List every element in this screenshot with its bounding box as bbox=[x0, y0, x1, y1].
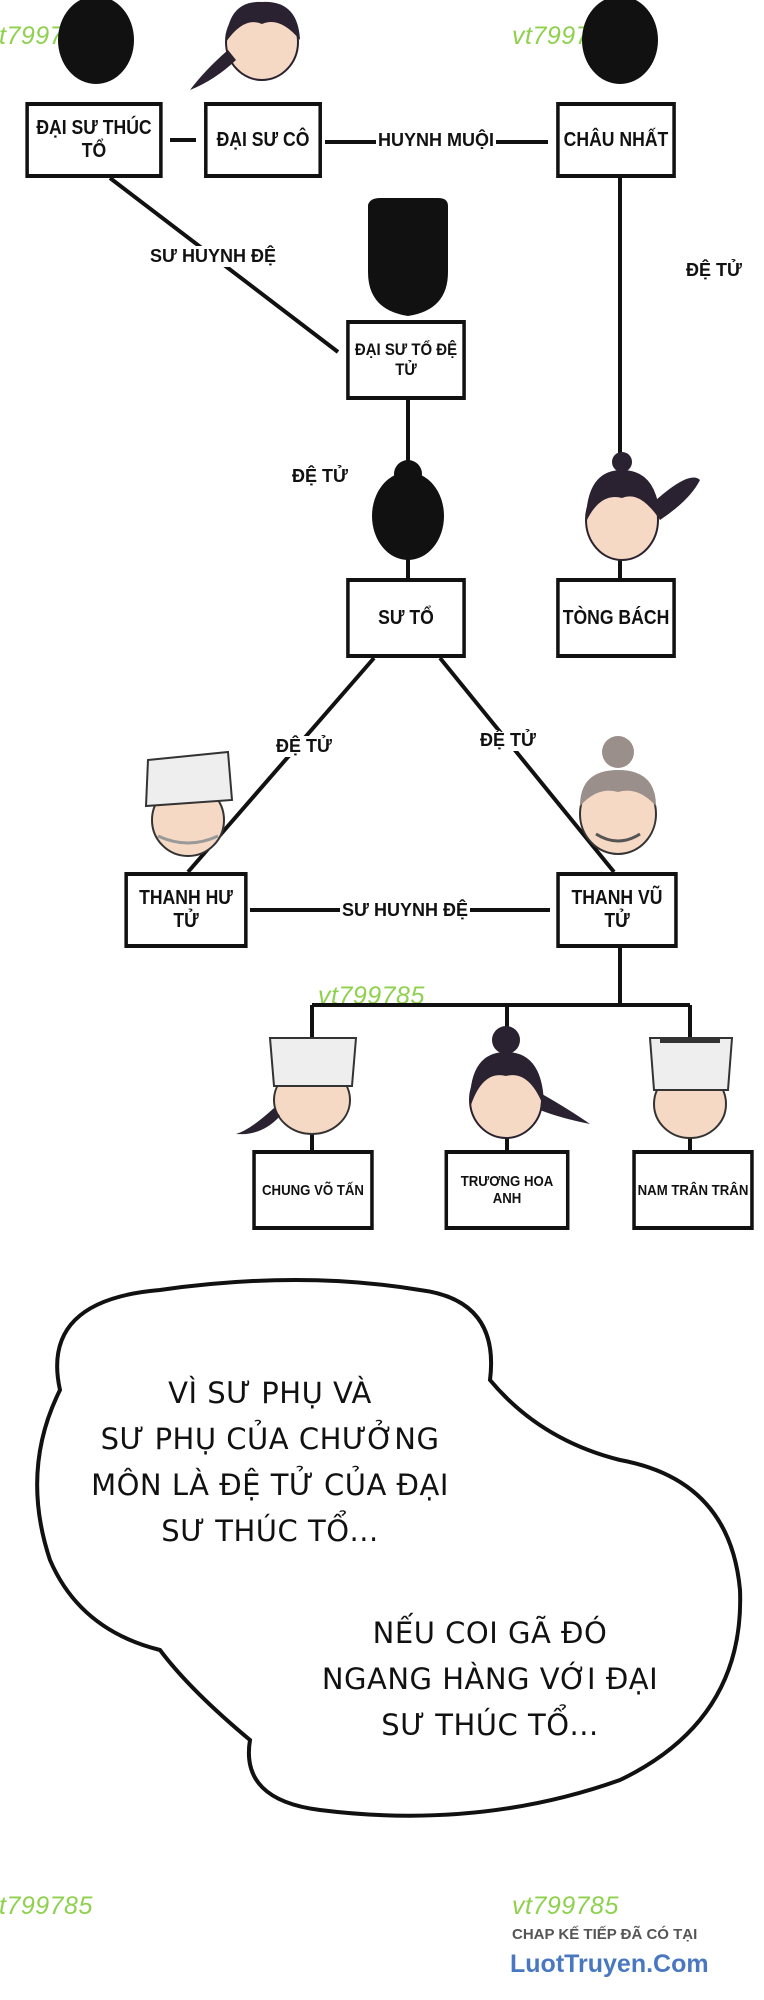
node-thanh-hu-tu: THANH HƯ TỬ bbox=[124, 872, 248, 948]
speech-line: SƯ THÚC TỔ... bbox=[381, 1708, 599, 1742]
speech-text-1: VÌ SƯ PHỤ VÀ SƯ PHỤ CỦA CHƯỞNG MÔN LÀ ĐỆ… bbox=[70, 1370, 470, 1554]
site-link[interactable]: LuotTruyen.Com bbox=[510, 1950, 709, 1978]
edge-label-de-tu: ĐỆ TỬ bbox=[684, 260, 744, 281]
edge-label-huynh-muoi: HUYNH MUỘI bbox=[376, 130, 496, 151]
speech-text-2: NẾU COI GÃ ĐÓ NGANG HÀNG VỚI ĐẠI SƯ THÚC… bbox=[300, 1610, 680, 1748]
speech-line: NẾU COI GÃ ĐÓ bbox=[372, 1616, 608, 1650]
edge-label-de-tu: ĐỆ TỬ bbox=[290, 466, 350, 487]
node-nam-tran-tran: NAM TRÂN TRÂN bbox=[632, 1150, 754, 1230]
character-head-topknot bbox=[469, 1026, 590, 1139]
speech-line: NGANG HÀNG VỚI ĐẠI bbox=[321, 1662, 659, 1696]
node-chung-vo-tran: CHUNG VÕ TẤN bbox=[252, 1150, 374, 1230]
speech-line: SƯ THÚC TỔ... bbox=[161, 1514, 379, 1548]
speech-line: VÌ SƯ PHỤ VÀ bbox=[168, 1376, 372, 1410]
chapter-note: CHAP KẾ TIẾP ĐÃ CÓ TẠI bbox=[512, 1926, 698, 1943]
watermark: vt799785 bbox=[0, 1892, 93, 1920]
edge-label-su-huynh-de: SƯ HUYNH ĐỆ bbox=[148, 246, 278, 267]
speech-bubble bbox=[35, 1278, 743, 1818]
speech-line: SƯ PHỤ CỦA CHƯỞNG bbox=[100, 1422, 440, 1456]
character-head-white-hat bbox=[648, 1037, 734, 1139]
node-dai-su-thuc-to: ĐẠI SƯ THÚC TỔ bbox=[25, 102, 163, 178]
node-chau-nhat: CHÂU NHẤT bbox=[556, 102, 676, 178]
silhouette-head-hat bbox=[368, 198, 448, 316]
watermark: vt799785 bbox=[512, 1892, 619, 1920]
node-thanh-vu-tu: THANH VŨ TỬ bbox=[556, 872, 678, 948]
character-head-long-hair bbox=[585, 452, 700, 561]
silhouette-head bbox=[582, 0, 658, 84]
character-head-white-hat bbox=[236, 1037, 358, 1135]
speech-line: MÔN LÀ ĐỆ TỬ CỦA ĐẠI bbox=[91, 1468, 449, 1502]
edge-label-su-huynh-de: SƯ HUYNH ĐỆ bbox=[340, 900, 470, 921]
character-head-female bbox=[190, 1, 300, 90]
silhouette-head bbox=[58, 0, 134, 84]
node-su-to: SƯ TỔ bbox=[346, 578, 466, 658]
node-dai-su-to-de-tu: ĐẠI SƯ TỔ ĐỆ TỬ bbox=[346, 320, 466, 400]
node-tong-bach: TÒNG BÁCH bbox=[556, 578, 676, 658]
edge-label-de-tu: ĐỆ TỬ bbox=[274, 736, 334, 757]
node-truong-hoa-anh: TRƯƠNG HOA ANH bbox=[444, 1150, 570, 1230]
edge-label-de-tu: ĐỆ TỬ bbox=[478, 730, 538, 751]
node-dai-su-co: ĐẠI SƯ CÔ bbox=[204, 102, 322, 178]
character-head-elder-bun bbox=[579, 736, 657, 855]
character-head-elder-hat bbox=[144, 750, 234, 857]
silhouette-head bbox=[372, 460, 444, 560]
